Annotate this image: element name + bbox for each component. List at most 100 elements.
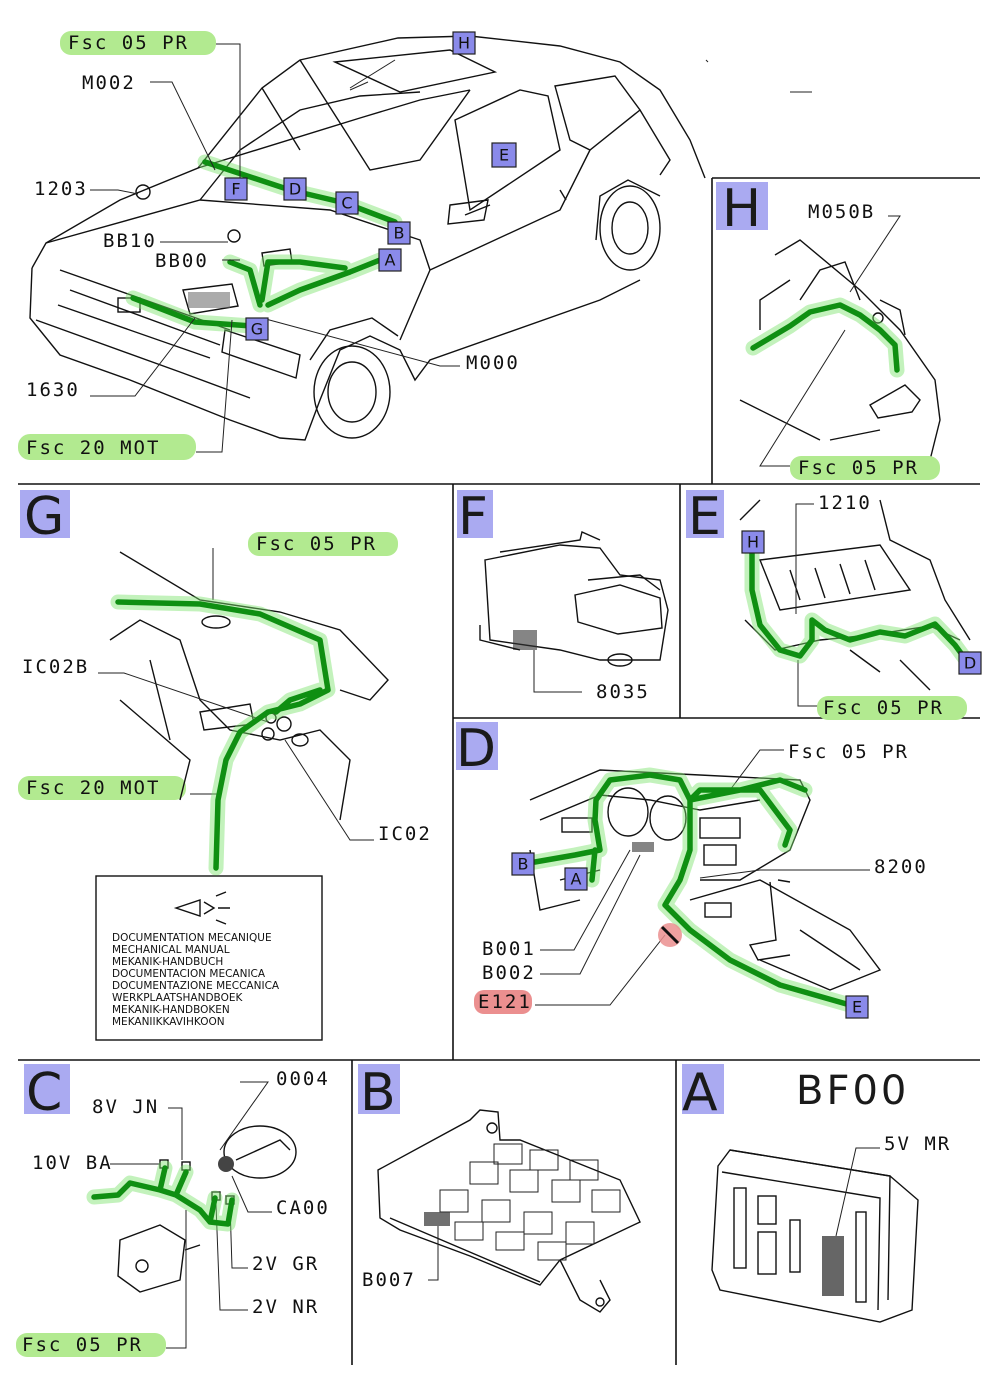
label-0004: 0004	[276, 1068, 330, 1090]
panel-d-marker	[456, 722, 498, 770]
panel-h-letter: H	[722, 179, 761, 239]
label-2v-nr: 2V NR	[252, 1296, 319, 1318]
panel-e-drawing	[739, 499, 971, 707]
manual-line: DOCUMENTACION MECANICA	[112, 968, 266, 980]
panel-b-marker	[358, 1064, 400, 1114]
panel-d-box-a: A	[571, 870, 582, 889]
location-box-g: G	[251, 320, 263, 339]
panel-g-tag-mot: Fsc 20 MOT	[26, 777, 160, 799]
panel-e-box-d: D	[964, 654, 976, 673]
panel-h-tag: Fsc 05 PR	[798, 457, 919, 479]
manual-line: MECHANICAL MANUAL	[112, 944, 230, 956]
manual-line: MEKANIK-HANDBOKEN	[112, 1004, 230, 1016]
label-1210: 1210	[818, 492, 872, 514]
car-location-boxes: H E F D C B A G	[224, 31, 517, 341]
panel-e-glow	[744, 544, 974, 668]
label-8035: 8035	[596, 681, 650, 703]
panel-d-wire	[532, 772, 853, 1008]
panel-g-letter: G	[24, 487, 64, 547]
panel-d-drawing	[529, 749, 882, 1006]
manual-text: DOCUMENTATION MECANIQUE MECHANICAL MANUA…	[112, 932, 280, 1028]
label-ic02b: IC02B	[22, 656, 89, 678]
label-b001: B001	[482, 938, 536, 960]
label-e121: E121	[478, 991, 532, 1013]
manual-line: DOCUMENTATION MECANIQUE	[112, 932, 272, 944]
label-8v-jn: 8V JN	[92, 1096, 159, 1118]
panel-e-box-d-frame	[958, 651, 982, 675]
car-illustration	[29, 35, 812, 441]
location-box-d: D	[289, 180, 301, 199]
tag-fsc05pr: Fsc 05 PR	[68, 32, 189, 54]
location-box-c: C	[341, 194, 352, 213]
label-bb00: BB00	[155, 250, 209, 272]
label-ca00: CA00	[276, 1197, 330, 1219]
panel-e-letter: E	[688, 487, 721, 547]
panel-f-drawing	[479, 531, 669, 693]
tag-highlight	[60, 31, 216, 55]
label-m002: M002	[82, 72, 136, 94]
car-harness	[125, 154, 403, 334]
panel-a-marker	[682, 1064, 724, 1114]
tag-highlight	[18, 434, 196, 460]
fault-marker-line	[660, 925, 680, 945]
panel-c-letter: C	[26, 1063, 62, 1123]
panel-d-box-e-frame	[845, 995, 869, 1019]
label-5v-mr: 5V MR	[884, 1133, 951, 1155]
label-ic02: IC02	[378, 823, 432, 845]
panel-d-box-b: B	[518, 855, 529, 874]
panel-d-box-a-frame	[564, 867, 588, 891]
tag-highlight	[248, 532, 398, 556]
tag-fsc20mot: Fsc 20 MOT	[26, 437, 160, 459]
manual-line: MEKANIK-HANDBUCH	[112, 956, 223, 968]
panel-b-letter: B	[360, 1063, 396, 1123]
label-1630: 1630	[26, 379, 80, 401]
location-box-e: E	[499, 146, 509, 165]
panel-g-tag-top: Fsc 05 PR	[256, 533, 377, 555]
panel-h-drawing	[739, 215, 941, 467]
panel-e-box-h-frame	[741, 530, 765, 554]
label-m050b: M050B	[808, 201, 875, 223]
panel-c-marker	[24, 1064, 70, 1114]
panel-h-wire	[750, 302, 900, 373]
panel-e-box-h: H	[747, 533, 759, 552]
panel-b-drawing	[377, 1109, 641, 1313]
panel-g-marker	[20, 490, 70, 538]
panel-c-drawing	[110, 1081, 297, 1349]
panel-a-drawing	[711, 1147, 919, 1323]
tag-highlight	[18, 776, 186, 800]
manual-line: WERKPLAATSHANDBOEK	[112, 992, 243, 1004]
panel-g-drawing	[95, 548, 389, 1041]
label-8200: 8200	[874, 856, 928, 878]
manual-line: MEKANIIKKAVIHKOON	[112, 1016, 225, 1028]
tag-highlight	[817, 696, 967, 720]
panel-g-wire	[115, 599, 331, 871]
panel-f-marker	[457, 490, 493, 538]
panel-c-wire	[91, 1165, 235, 1227]
car-leaders	[90, 43, 460, 453]
manual-line: DOCUMENTAZIONE MECCANICA	[112, 980, 280, 992]
panel-f-letter: F	[458, 487, 488, 547]
tag-highlight	[16, 1333, 166, 1357]
panel-e-marker	[686, 490, 724, 538]
label-10v-ba: 10V BA	[32, 1152, 113, 1174]
label-1203: 1203	[34, 178, 88, 200]
label-fsc-d: Fsc 05 PR	[788, 741, 909, 763]
location-box-f: F	[231, 180, 240, 199]
panel-d-box-e: E	[852, 998, 862, 1017]
panel-c-tag: Fsc 05 PR	[22, 1334, 143, 1356]
panel-d-letter: D	[456, 719, 496, 779]
tag-alert	[474, 990, 532, 1014]
location-box-b: B	[394, 224, 405, 243]
location-box-a: A	[385, 251, 396, 270]
tag-highlight	[790, 456, 940, 480]
panel-borders	[18, 177, 980, 1365]
panel-e-wire	[749, 549, 969, 663]
panel-e-tag: Fsc 05 PR	[823, 697, 944, 719]
label-2v-gr: 2V GR	[252, 1253, 319, 1275]
label-bb10: BB10	[103, 230, 157, 252]
panel-h-marker	[716, 182, 768, 230]
panel-d-box-b-frame	[511, 852, 535, 876]
label-b007: B007	[362, 1269, 416, 1291]
panel-a-letter: A	[682, 1063, 718, 1123]
